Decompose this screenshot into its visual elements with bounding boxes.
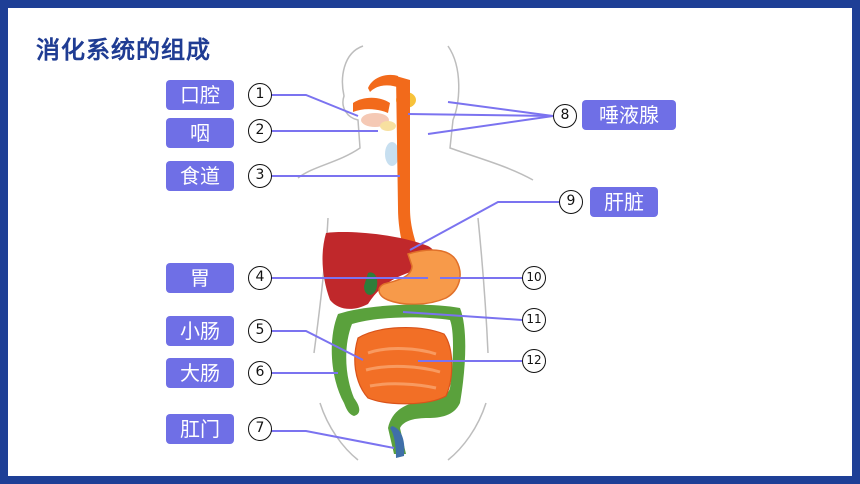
label-mouth: 口腔 — [166, 80, 234, 110]
marker-12: 12 — [522, 349, 546, 373]
label-stomach: 胃 — [166, 263, 234, 293]
label-anus: 肛门 — [166, 414, 234, 444]
page-title: 消化系统的组成 — [36, 36, 211, 64]
marker-1: 1 — [248, 83, 272, 107]
digestive-system-diagram — [271, 45, 559, 461]
marker-5: 5 — [248, 319, 272, 343]
marker-7: 7 — [248, 417, 272, 441]
marker-2: 2 — [248, 119, 272, 143]
marker-10: 10 — [522, 266, 546, 290]
label-pharynx: 咽 — [166, 118, 234, 148]
marker-3: 3 — [248, 164, 272, 188]
label-salivary-gland: 唾液腺 — [582, 100, 676, 130]
liver-organ — [322, 232, 435, 309]
leader-lines — [271, 94, 559, 449]
label-liver: 肝脏 — [590, 187, 658, 217]
marker-9: 9 — [559, 190, 583, 214]
marker-8: 8 — [553, 104, 577, 128]
label-large-intestine: 大肠 — [166, 358, 234, 388]
label-esophagus: 食道 — [166, 161, 234, 191]
esophagus-tube — [396, 76, 420, 258]
small-intestine-organ — [354, 327, 453, 405]
rectum — [390, 426, 405, 458]
large-intestine-organ — [331, 304, 466, 454]
label-small-intestine: 小肠 — [166, 316, 234, 346]
marker-4: 4 — [248, 266, 272, 290]
slide: 消化系统的组成 — [8, 8, 852, 476]
marker-11: 11 — [522, 308, 546, 332]
marker-6: 6 — [248, 361, 272, 385]
mouth-pharynx — [353, 74, 400, 166]
body-outline — [297, 45, 534, 461]
